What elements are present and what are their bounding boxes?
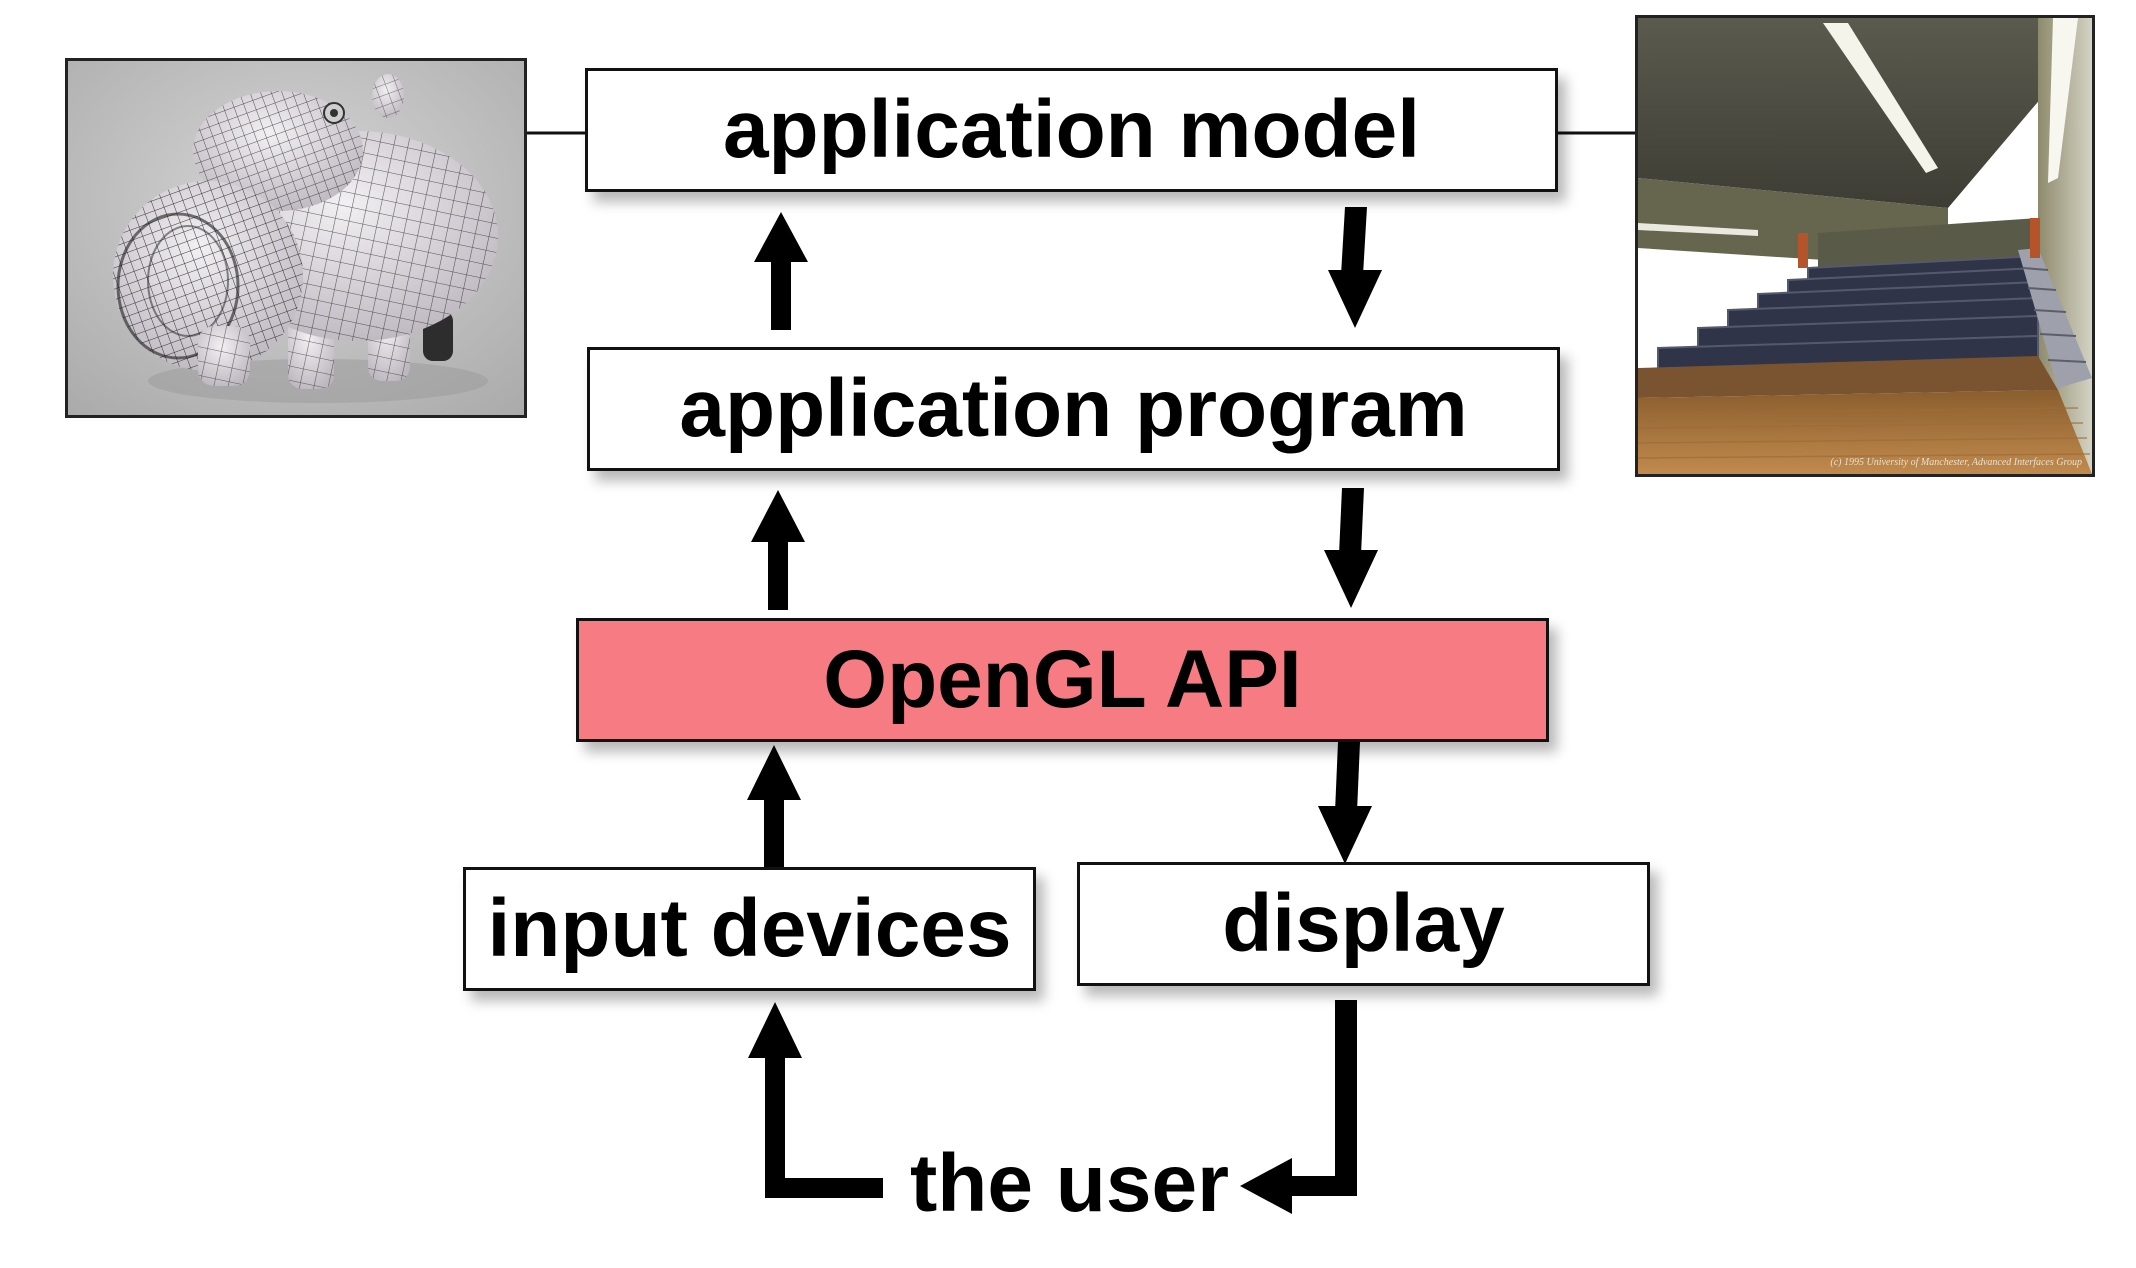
display-box: display	[1077, 862, 1650, 986]
lecture-theatre-illustration	[1638, 18, 2092, 474]
hippo-wireframe-image	[65, 58, 527, 418]
arrow-down-program-to-api	[1324, 488, 1378, 608]
image-credit: (c) 1995 University of Manchester, Advan…	[1830, 457, 2082, 468]
display-label: display	[1222, 878, 1505, 969]
application-model-label: application model	[722, 84, 1421, 175]
application-program-label: application program	[679, 363, 1468, 454]
arrow-up-program-to-model	[754, 212, 808, 330]
hippo-wireframe-illustration	[68, 61, 524, 415]
opengl-api-box: OpenGL API	[576, 618, 1549, 742]
arrow-user-to-input	[748, 1002, 883, 1198]
arrow-up-input-to-api	[747, 745, 801, 867]
arrow-up-api-to-program	[751, 490, 805, 610]
arrow-down-model-to-program	[1328, 207, 1382, 328]
application-program-box: application program	[587, 347, 1560, 471]
the-user-label: the user	[910, 1138, 1229, 1229]
arrow-display-to-user	[1240, 1000, 1357, 1214]
opengl-api-label: OpenGL API	[823, 634, 1302, 725]
application-model-box: application model	[585, 68, 1558, 192]
lecture-theatre-image: (c) 1995 University of Manchester, Advan…	[1635, 15, 2095, 477]
input-devices-label: input devices	[487, 883, 1012, 974]
input-devices-box: input devices	[463, 867, 1036, 991]
arrow-down-api-to-display	[1318, 742, 1372, 864]
